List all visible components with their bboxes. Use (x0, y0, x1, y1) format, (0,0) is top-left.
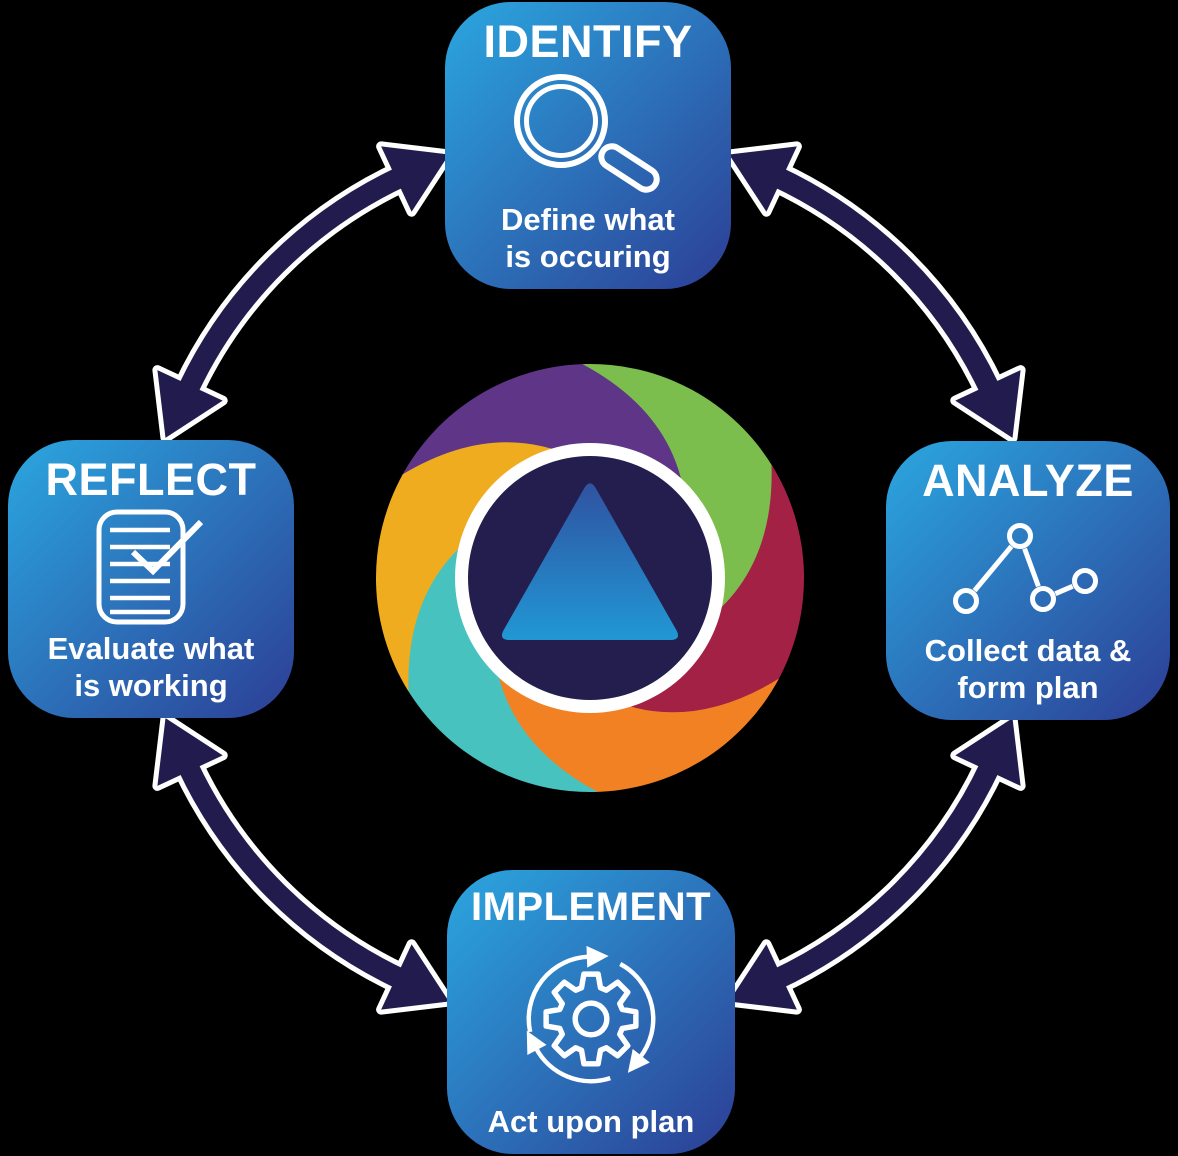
stage-title-reflect: REFLECT (45, 454, 257, 505)
stage-card-analyze: ANALYZE Collect data & form plan (886, 441, 1170, 720)
stage-card-reflect: REFLECT Evaluate what is working (8, 440, 294, 718)
document-check-icon (94, 503, 209, 630)
stage-desc-analyze: Collect data & form plan (924, 633, 1132, 705)
line-chart-icon (953, 504, 1103, 632)
stage-desc-identify: Define what is occuring (501, 202, 675, 274)
stage-card-identify: IDENTIFY Define what is occuring (445, 2, 731, 289)
stage-desc-reflect: Evaluate what is working (47, 631, 255, 703)
magnifier-icon (503, 65, 673, 201)
stage-title-analyze: ANALYZE (922, 455, 1134, 506)
stage-title-implement: IMPLEMENT (470, 885, 712, 929)
gear-cycle-icon (507, 928, 675, 1103)
stage-title-identify: IDENTIFY (483, 16, 693, 67)
stage-card-implement: IMPLEMENT Act upon plan (447, 870, 735, 1154)
stage-desc-implement: Act upon plan (487, 1104, 695, 1139)
